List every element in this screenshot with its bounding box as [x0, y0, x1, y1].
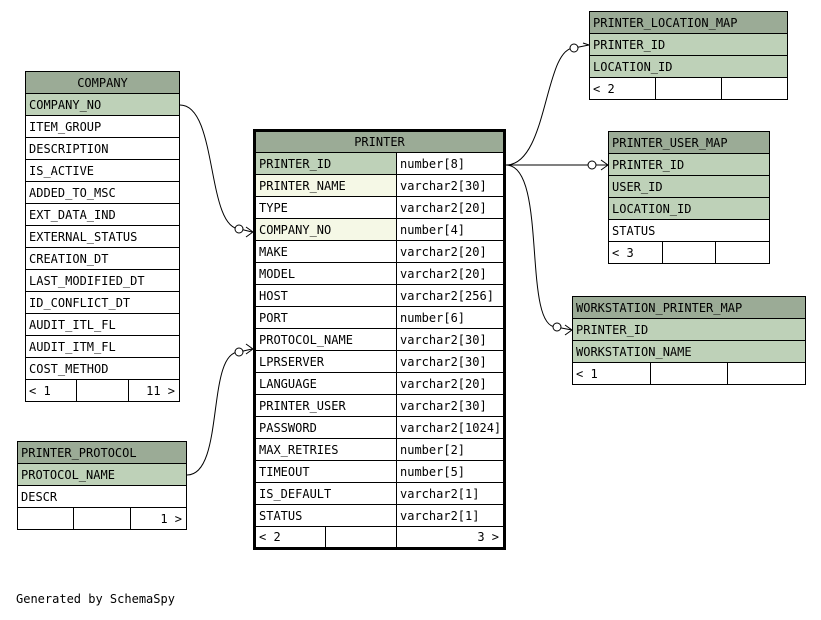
column-type: varchar2[30]	[396, 328, 505, 351]
column-protocol-name[interactable]: PROTOCOL_NAME	[17, 463, 187, 486]
column-type: varchar2[1]	[396, 504, 505, 527]
column-type: number[6]	[396, 306, 505, 329]
column-type: number[2]	[396, 438, 505, 461]
table-printer-location-map: PRINTER_LOCATION_MAP PRINTER_ID LOCATION…	[589, 11, 788, 100]
parents-count[interactable]: < 3	[608, 241, 663, 264]
column-location-id[interactable]: LOCATION_ID	[589, 55, 788, 78]
column-printer-id[interactable]: PRINTER_ID	[572, 318, 806, 341]
column-type: varchar2[30]	[396, 394, 505, 417]
column-printer-user[interactable]: PRINTER_USER	[254, 394, 397, 417]
table-title[interactable]: WORKSTATION_PRINTER_MAP	[572, 296, 806, 319]
column-host[interactable]: HOST	[254, 284, 397, 307]
column-status[interactable]: STATUS	[608, 219, 770, 242]
column-port[interactable]: PORT	[254, 306, 397, 329]
footer-spacer	[76, 379, 129, 402]
column-description[interactable]: DESCRIPTION	[25, 137, 180, 160]
column-is-default[interactable]: IS_DEFAULT	[254, 482, 397, 505]
parents-count[interactable]: < 1	[24, 379, 78, 402]
column-protocol-name[interactable]: PROTOCOL_NAME	[254, 328, 397, 351]
column-last-modified-dt[interactable]: LAST_MODIFIED_DT	[25, 269, 180, 292]
column-audit-itl-fl[interactable]: AUDIT_ITL_FL	[25, 313, 180, 336]
footer-spacer	[73, 507, 131, 530]
column-lprserver[interactable]: LPRSERVER	[254, 350, 397, 373]
children-count[interactable]	[715, 241, 770, 264]
table-printer-protocol: PRINTER_PROTOCOL PROTOCOL_NAME DESCR 1 >	[16, 441, 188, 530]
column-make[interactable]: MAKE	[254, 240, 397, 263]
link-printer-location-map	[505, 44, 590, 166]
column-is-active[interactable]: IS_ACTIVE	[25, 159, 180, 182]
column-id-conflict-dt[interactable]: ID_CONFLICT_DT	[25, 291, 180, 314]
column-type: varchar2[20]	[396, 372, 505, 395]
column-printer-id[interactable]: PRINTER_ID	[608, 153, 770, 176]
footer-spacer	[649, 362, 729, 385]
parents-count[interactable]: < 2	[589, 77, 656, 100]
link-printer-workstation-map	[505, 164, 573, 331]
column-printer-id[interactable]: PRINTER_ID	[254, 152, 397, 175]
table-company: COMPANY COMPANY_NO ITEM_GROUP DESCRIPTIO…	[24, 71, 181, 402]
generated-by-credit: Generated by SchemaSpy	[16, 592, 175, 606]
column-type: number[5]	[396, 460, 505, 483]
column-descr[interactable]: DESCR	[17, 485, 187, 508]
table-title[interactable]: PRINTER_LOCATION_MAP	[589, 11, 788, 34]
column-added-to-msc[interactable]: ADDED_TO_MSC	[25, 181, 180, 204]
column-printer-id[interactable]: PRINTER_ID	[589, 33, 788, 56]
footer-spacer	[661, 241, 717, 264]
parents-count[interactable]: < 2	[254, 526, 326, 549]
footer-spacer	[325, 526, 397, 549]
table-title[interactable]: PRINTER_PROTOCOL	[17, 441, 187, 464]
column-type-col[interactable]: TYPE	[254, 196, 397, 219]
column-type: varchar2[20]	[396, 196, 505, 219]
column-type: varchar2[256]	[396, 284, 505, 307]
link-protocol-printer	[186, 348, 253, 476]
column-status[interactable]: STATUS	[254, 504, 397, 527]
children-count[interactable]: 1 >	[129, 507, 188, 530]
column-type: varchar2[30]	[396, 174, 505, 197]
table-printer-user-map: PRINTER_USER_MAP PRINTER_ID USER_ID LOCA…	[608, 131, 770, 264]
children-count[interactable]	[727, 362, 806, 385]
column-type: varchar2[1]	[396, 482, 505, 505]
column-company-no[interactable]: COMPANY_NO	[25, 93, 180, 116]
table-title[interactable]: PRINTER_USER_MAP	[608, 131, 770, 154]
column-type: number[4]	[396, 218, 505, 241]
column-company-no[interactable]: COMPANY_NO	[254, 218, 397, 241]
link-company-printer	[179, 104, 253, 233]
table-title[interactable]: PRINTER	[254, 130, 505, 153]
children-count[interactable]: 3 >	[396, 526, 505, 549]
column-type: varchar2[20]	[396, 240, 505, 263]
column-ext-data-ind[interactable]: EXT_DATA_IND	[25, 203, 180, 226]
column-timeout[interactable]: TIMEOUT	[254, 460, 397, 483]
table-title[interactable]: COMPANY	[25, 71, 180, 94]
column-user-id[interactable]: USER_ID	[608, 175, 770, 198]
column-printer-name[interactable]: PRINTER_NAME	[254, 174, 397, 197]
children-count[interactable]: 11 >	[127, 379, 181, 402]
column-type: varchar2[1024]	[396, 416, 505, 439]
column-workstation-name[interactable]: WORKSTATION_NAME	[572, 340, 806, 363]
table-workstation-printer-map: WORKSTATION_PRINTER_MAP PRINTER_ID WORKS…	[572, 296, 806, 385]
column-location-id[interactable]: LOCATION_ID	[608, 197, 770, 220]
column-type: varchar2[30]	[396, 350, 505, 373]
column-cost-method[interactable]: COST_METHOD	[25, 357, 180, 380]
children-count[interactable]	[721, 77, 788, 100]
column-creation-dt[interactable]: CREATION_DT	[25, 247, 180, 270]
column-item-group[interactable]: ITEM_GROUP	[25, 115, 180, 138]
parents-count[interactable]	[16, 507, 75, 530]
column-password[interactable]: PASSWORD	[254, 416, 397, 439]
column-audit-itm-fl[interactable]: AUDIT_ITM_FL	[25, 335, 180, 358]
column-type: varchar2[20]	[396, 262, 505, 285]
footer-spacer	[655, 77, 722, 100]
column-language[interactable]: LANGUAGE	[254, 372, 397, 395]
column-external-status[interactable]: EXTERNAL_STATUS	[25, 225, 180, 248]
column-model[interactable]: MODEL	[254, 262, 397, 285]
column-type: number[8]	[396, 152, 505, 175]
column-max-retries[interactable]: MAX_RETRIES	[254, 438, 397, 461]
parents-count[interactable]: < 1	[572, 362, 651, 385]
